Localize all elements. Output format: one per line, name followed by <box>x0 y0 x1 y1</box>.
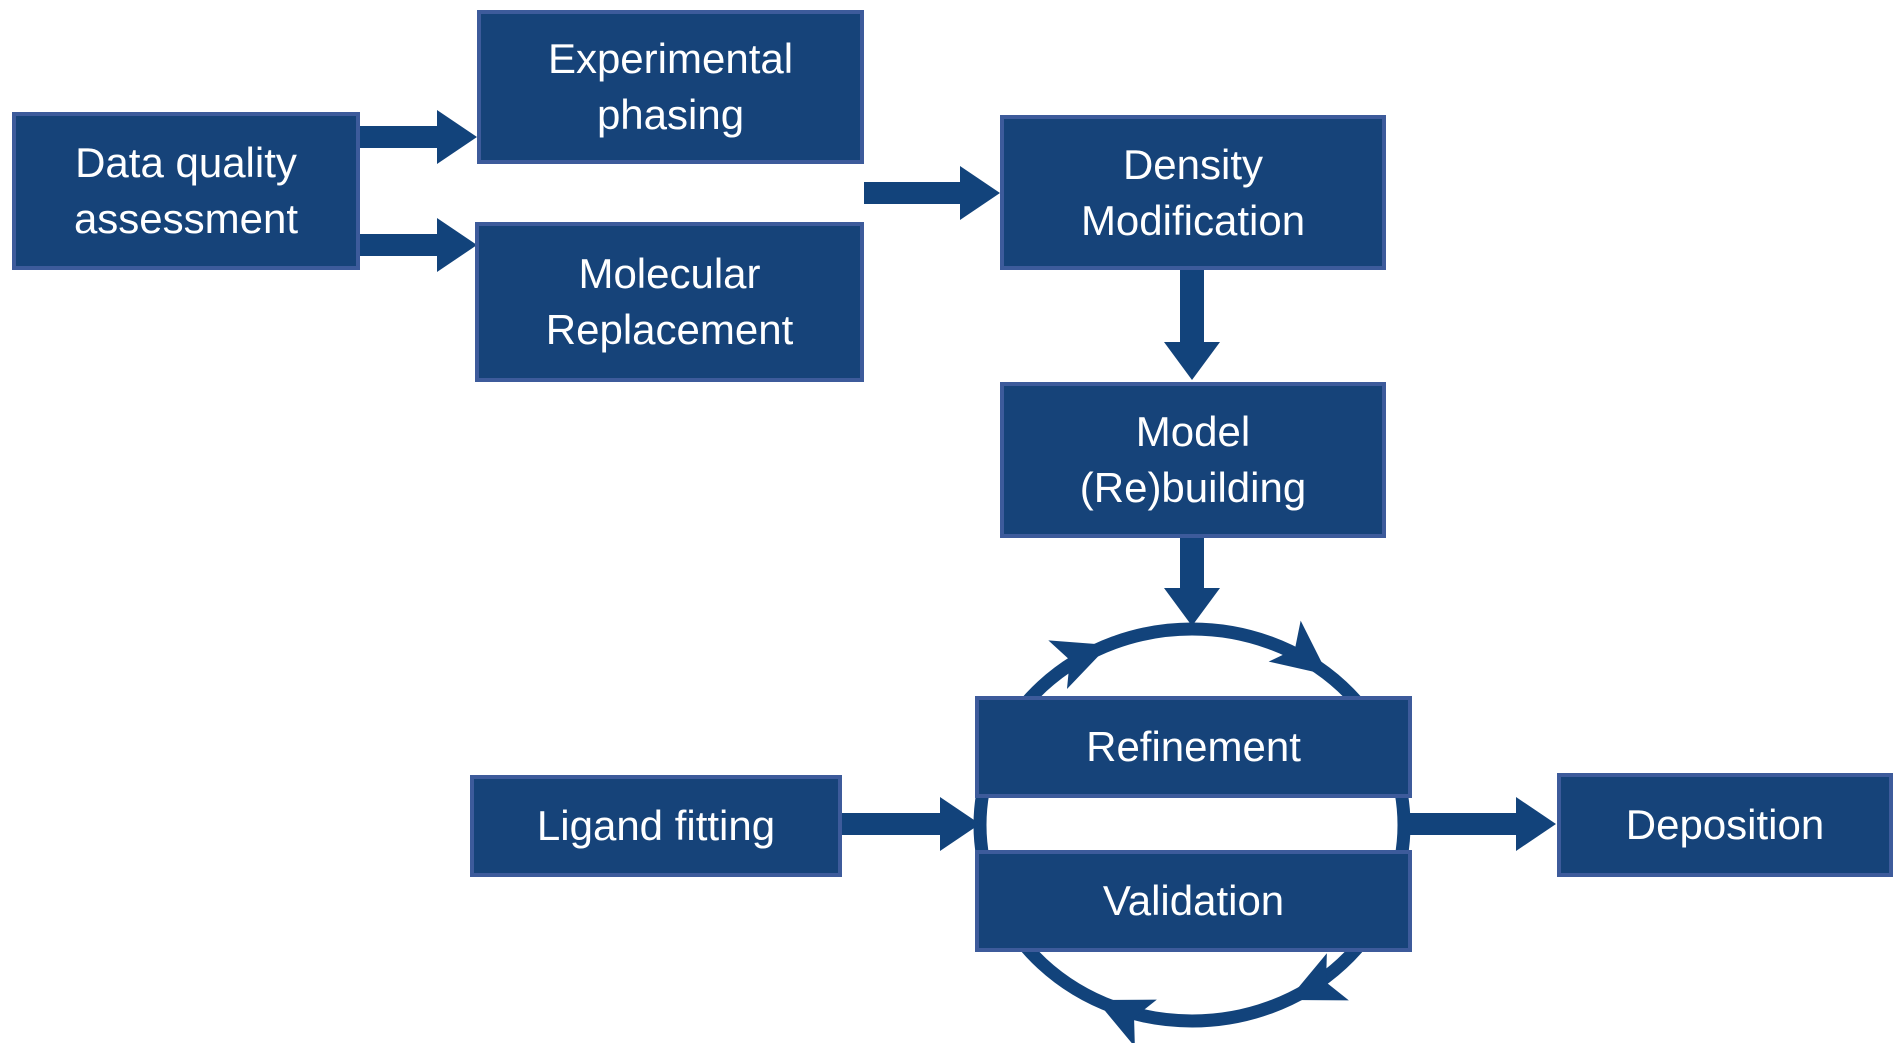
cycle-arrowhead-top-right-icon <box>1268 620 1328 675</box>
node-label: Modification <box>1080 196 1306 244</box>
node-label: assessment <box>73 195 299 242</box>
node-label: Model <box>1135 408 1251 455</box>
node-label: Data quality <box>75 139 297 186</box>
node-refinement: Refinement <box>975 696 1412 798</box>
arrow-phasing-to-density-modification <box>864 166 1000 220</box>
arrow-model-rebuilding-to-cycle <box>1164 538 1220 626</box>
arrow-data-quality-to-experimental-phasing <box>360 110 477 164</box>
node-experimental-phasing: Experimental phasing <box>477 10 864 164</box>
node-validation: Validation <box>975 850 1412 952</box>
node-data-quality-assessment: Data quality assessment <box>12 112 360 270</box>
cycle-arrowhead-bottom-right-icon <box>1288 953 1349 1001</box>
node-label: (Re)building <box>1079 464 1307 511</box>
arrow-ligand-fitting-to-cycle <box>842 797 980 851</box>
node-deposition: Deposition <box>1557 773 1893 877</box>
node-label: Experimental <box>547 35 794 82</box>
node-label: Refinement <box>1086 723 1301 770</box>
node-label: Molecular <box>578 250 761 297</box>
node-density-modification: Density Modification <box>1000 115 1386 270</box>
arrow-data-quality-to-molecular-replacement <box>360 218 477 272</box>
node-molecular-replacement: Molecular Replacement <box>475 222 864 382</box>
node-label: Validation <box>1102 877 1285 924</box>
node-ligand-fitting: Ligand fitting <box>470 775 842 877</box>
node-model-rebuilding: Model (Re)building <box>1000 382 1386 538</box>
node-label: Density <box>1122 140 1264 188</box>
node-label: Deposition <box>1625 801 1825 848</box>
cycle-circle <box>973 622 1411 1028</box>
arrow-density-modification-to-model-rebuilding <box>1164 268 1220 380</box>
node-label: Replacement <box>545 306 794 353</box>
cycle-arrowhead-bottom-left-icon <box>1096 999 1157 1043</box>
arrow-cycle-to-deposition <box>1406 797 1556 851</box>
cycle-arrowhead-top-left-icon <box>1048 640 1109 689</box>
node-label: Ligand fitting <box>536 802 776 849</box>
node-label: phasing <box>596 91 745 138</box>
